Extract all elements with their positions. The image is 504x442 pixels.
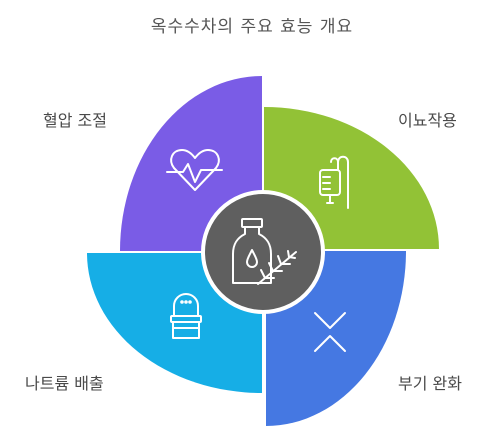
heart-pulse-icon (166, 149, 223, 191)
iv-drip-icon (319, 155, 349, 209)
label-diuretic: 이뇨작용 (398, 111, 457, 130)
label-blood-pressure: 혈압 조절 (43, 111, 107, 130)
label-sodium: 나트륨 배출 (25, 374, 104, 393)
center-circle (201, 190, 325, 314)
salt-shaker-icon (170, 293, 202, 339)
bottle-with-herb-icon (232, 218, 297, 285)
compress-arrows-icon (314, 312, 346, 352)
label-swelling: 부기 완화 (398, 374, 462, 393)
diagram-title: 옥수수차의 주요 효능 개요 (150, 17, 354, 37)
